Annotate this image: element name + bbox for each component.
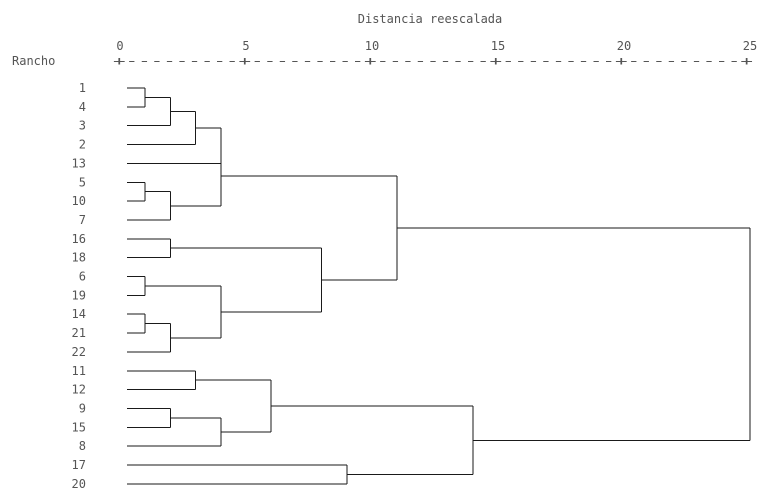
leaf-label: 19 [72, 288, 86, 302]
leaf-label: 12 [72, 383, 86, 397]
merge-link [397, 227, 751, 441]
merge-link [127, 276, 146, 296]
merge-link [127, 370, 197, 391]
leaf-label: 21 [72, 326, 86, 340]
merge-link [127, 313, 146, 334]
leaf-label: 6 [79, 270, 86, 284]
merge-link [145, 285, 222, 339]
leaf-label: 22 [72, 345, 86, 359]
leaf-label: 5 [79, 175, 86, 189]
dendrogram-links [127, 87, 751, 485]
leaf-axis-label: Rancho [12, 54, 55, 68]
leaf-label: 3 [79, 119, 86, 133]
merge-link [127, 111, 197, 146]
leaf-label: 15 [72, 420, 86, 434]
merge-link [271, 405, 474, 475]
leaf-label: 7 [79, 213, 86, 227]
merge-link [127, 181, 146, 202]
leaf-label: 11 [72, 364, 86, 378]
leaf-label: 10 [72, 194, 86, 208]
leaf-label: 2 [79, 138, 86, 152]
leaf-label: 20 [72, 477, 86, 491]
leaf-label: 1 [79, 81, 86, 95]
leaf-label: 16 [72, 232, 86, 246]
chart-title: Distancia reescalada [358, 12, 503, 26]
merge-link [170, 145, 222, 207]
merge-link [195, 379, 272, 433]
merge-link [170, 247, 323, 313]
leaf-label: 8 [79, 439, 86, 453]
leaf-label: 17 [72, 458, 86, 472]
leaf-label: 9 [79, 401, 86, 415]
x-tick-labels: 0 5 10 15 20 25 [116, 39, 757, 53]
merge-link [127, 191, 171, 221]
leaf-label: 18 [72, 251, 86, 265]
leaf-label: 13 [72, 156, 86, 170]
merge-link [220, 175, 398, 281]
merge-link [127, 96, 171, 127]
axis-rule: +---------+---------+---------+---------… [113, 54, 753, 68]
x-tick-label: 15 [491, 39, 505, 53]
merge-link [127, 238, 171, 259]
x-tick-label: 0 [116, 39, 123, 53]
leaf-label: 14 [72, 307, 86, 321]
merge-link [127, 417, 222, 447]
merge-link [127, 127, 222, 164]
merge-link [127, 407, 171, 428]
merge-link [127, 87, 146, 108]
x-tick-label: 5 [242, 39, 249, 53]
merge-link [127, 323, 171, 353]
x-tick-label: 10 [365, 39, 379, 53]
x-tick-label: 20 [617, 39, 631, 53]
x-tick-label: 25 [743, 39, 757, 53]
merge-link [127, 464, 348, 485]
leaf-label: 4 [79, 100, 86, 114]
